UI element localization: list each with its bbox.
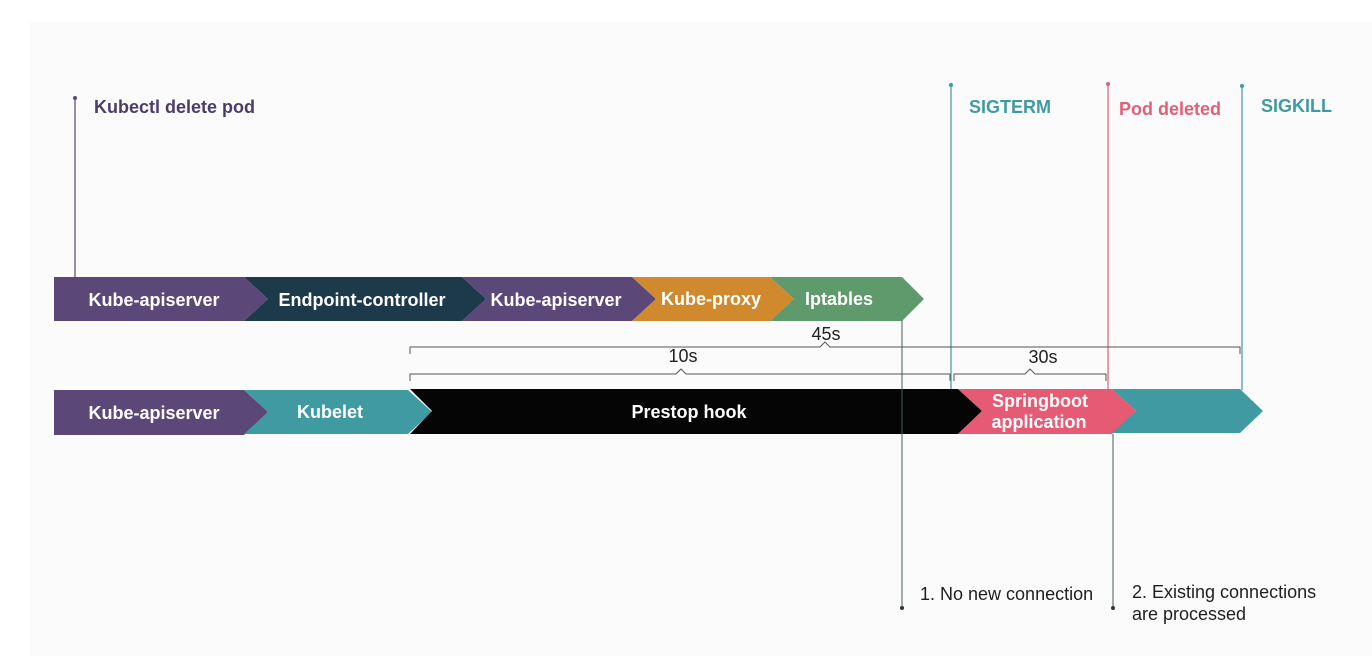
duration-30s-label: 30s — [1028, 347, 1057, 367]
bracket-10s — [409, 368, 951, 381]
iptables-label: Iptables — [805, 289, 873, 309]
sigterm-label: SIGTERM — [969, 97, 1051, 117]
iptables-chevron — [770, 277, 924, 321]
kubelet-label: Kubelet — [297, 402, 363, 422]
row1-kube-apiserver-2-chevron — [462, 277, 656, 321]
note-existing-connections-line1: 2. Existing connections — [1132, 582, 1316, 602]
note-connectors — [900, 320, 1115, 610]
springboot-label-line1: Springboot — [992, 391, 1088, 411]
note-no-new-connection: 1. No new connection — [920, 584, 1093, 604]
springboot-chevron — [958, 389, 1136, 434]
springboot-label-line2: application — [991, 412, 1086, 432]
kube-proxy-chevron — [632, 277, 794, 321]
marker-sigkill: SIGKILL — [1240, 84, 1332, 390]
kube-proxy-label: Kube-proxy — [661, 289, 761, 309]
row2-flow: Kube-apiserver Kubelet Prestop hook Spri… — [54, 389, 1263, 435]
row2-kube-apiserver-chevron — [54, 390, 268, 435]
kubelet-chevron — [244, 390, 432, 434]
row1-kube-apiserver-label: Kube-apiserver — [88, 290, 219, 310]
marker-pod-deleted: Pod deleted — [1106, 82, 1221, 390]
endpoint-controller-label: Endpoint-controller — [279, 290, 446, 310]
kubectl-delete-label: Kubectl delete pod — [94, 97, 255, 117]
duration-brackets — [409, 341, 1241, 381]
duration-45s-label: 45s — [811, 324, 840, 344]
marker-sigterm: SIGTERM — [949, 83, 1051, 390]
termination-tail-chevron — [1112, 389, 1263, 433]
row2-kube-apiserver-label: Kube-apiserver — [88, 403, 219, 423]
row1-kube-apiserver-2-label: Kube-apiserver — [490, 290, 621, 310]
prestop-hook-chevron — [410, 389, 982, 434]
duration-10s-label: 10s — [668, 346, 697, 366]
prestop-hook-label: Prestop hook — [631, 402, 747, 422]
sigkill-label: SIGKILL — [1261, 96, 1332, 116]
marker-kubectl-delete: Kubectl delete pod — [73, 96, 255, 278]
row1-kube-apiserver-chevron — [54, 277, 268, 321]
row1-flow: Kube-apiserver Endpoint-controller Kube-… — [54, 277, 924, 321]
note-existing-connections-line2: are processed — [1132, 604, 1246, 624]
bracket-30s — [953, 368, 1107, 381]
pod-deleted-label: Pod deleted — [1119, 99, 1221, 119]
bracket-45s — [409, 341, 1241, 354]
endpoint-controller-chevron — [244, 277, 486, 321]
